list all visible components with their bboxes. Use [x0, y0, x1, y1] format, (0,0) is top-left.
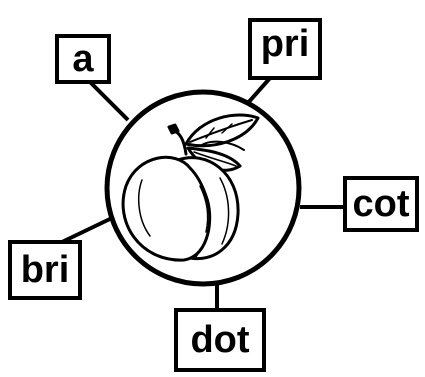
syllable-box-dot-frame [174, 308, 266, 372]
syllable-box-pri-frame [248, 18, 322, 80]
syllable-a: a [72, 38, 94, 80]
syllable-bri: bri [21, 249, 70, 291]
syllable-cot: cot [353, 183, 410, 225]
syllable-box-a[interactable]: a [55, 34, 111, 84]
connector-bri [61, 216, 113, 244]
syllable-box-dot[interactable]: dot [174, 308, 266, 372]
syllable-box-pri[interactable]: pri [248, 18, 322, 80]
connector-a [88, 80, 130, 122]
syllable-box-cot[interactable]: cot [343, 176, 419, 232]
connector-pri [245, 76, 272, 106]
apricot-icon [121, 113, 260, 262]
syllable-box-cot-frame [343, 176, 419, 232]
syllable-box-bri[interactable]: bri [8, 240, 82, 300]
syllable-box-bri-frame [8, 240, 82, 300]
syllable-pri: pri [261, 23, 310, 65]
syllable-box-a-frame [55, 34, 111, 84]
syllable-dot: dot [190, 319, 249, 361]
